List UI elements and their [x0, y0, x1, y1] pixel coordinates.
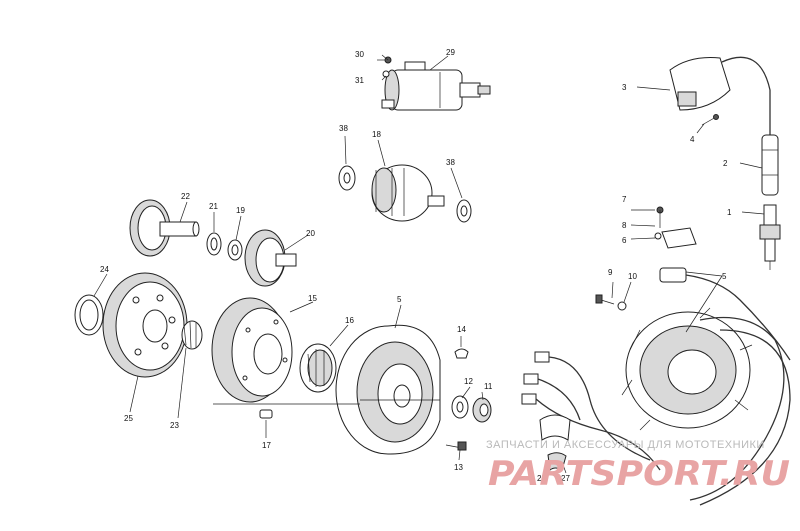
pin-17 — [259, 409, 273, 419]
washer-38-right — [456, 199, 472, 223]
callout-20: 20 — [306, 229, 315, 238]
callout-11: 11 — [484, 382, 493, 391]
reduction-gear-20 — [244, 229, 297, 287]
starter-clutch-gear — [371, 164, 445, 222]
sprag-bearing-16 — [299, 343, 337, 393]
callout-3: 3 — [622, 83, 627, 92]
ignition-coil — [669, 56, 771, 135]
callout-13: 13 — [454, 463, 463, 472]
callout-14: 14 — [457, 325, 466, 334]
washer-24 — [74, 294, 104, 336]
bolt-30 — [377, 56, 392, 64]
washer-12 — [451, 395, 469, 419]
callout-1: 1 — [727, 208, 732, 217]
callout-22: 22 — [181, 192, 190, 201]
idler-gear-22 — [129, 199, 200, 257]
callout-25: 25 — [124, 414, 133, 423]
watermark: ЗАПЧАСТИ И АКСЕССУАРЫ ДЛЯ МОТОТЕХНИКИ PA… — [486, 439, 790, 494]
spark-plug-cap — [761, 134, 779, 196]
washer-38-left — [338, 165, 356, 191]
watermark-tagline: ЗАПЧАСТИ И АКСЕССУАРЫ ДЛЯ МОТОТЕХНИКИ — [486, 439, 765, 451]
driven-gear-25 — [102, 272, 188, 378]
callout-15: 15 — [308, 294, 317, 303]
callout-21: 21 — [209, 202, 218, 211]
callout-5-right: 5 — [722, 272, 727, 281]
callout-27: 27 — [561, 474, 570, 483]
callout-19: 19 — [236, 206, 245, 215]
callout-31: 31 — [355, 76, 364, 85]
callout-9: 9 — [608, 268, 613, 277]
callout-38-left: 38 — [339, 124, 348, 133]
washer-21 — [206, 232, 222, 256]
callout-38-right: 38 — [446, 158, 455, 167]
callout-labels: 30 31 29 3 4 2 1 7 8 6 9 10 5 38 18 38 2… — [100, 48, 732, 483]
nut-11 — [472, 397, 492, 423]
washer-31 — [382, 70, 390, 78]
callout-23: 23 — [170, 421, 179, 430]
bolt-13 — [445, 441, 467, 451]
callout-17: 17 — [262, 441, 271, 450]
pickup-bracket — [654, 206, 791, 361]
watermark-brand: PARTSPORT.RU — [488, 454, 790, 494]
callout-30: 30 — [355, 50, 364, 59]
stator-bolt — [595, 294, 627, 311]
starter-clutch-15 — [211, 297, 293, 403]
callout-10: 10 — [628, 272, 637, 281]
callout-7: 7 — [622, 195, 627, 204]
spark-plug — [759, 204, 781, 270]
wiring-harness — [521, 351, 661, 471]
callout-29: 29 — [446, 48, 455, 57]
coil-bolt — [701, 114, 719, 126]
callout-8: 8 — [622, 221, 627, 230]
callout-2: 2 — [723, 159, 728, 168]
callout-16: 16 — [345, 316, 354, 325]
stator — [621, 307, 791, 506]
leader-lines — [93, 54, 765, 474]
flywheel-rotor — [335, 324, 441, 455]
woodruff-key-14 — [454, 348, 469, 359]
callout-6: 6 — [622, 236, 627, 245]
callout-12: 12 — [464, 377, 473, 386]
needle-bearing-23 — [181, 320, 203, 350]
callout-24: 24 — [100, 265, 109, 274]
callout-28: 28 — [537, 474, 546, 483]
starter-motor — [381, 61, 491, 111]
callout-18: 18 — [372, 130, 381, 139]
washer-19 — [227, 239, 243, 261]
callout-4: 4 — [690, 135, 695, 144]
callout-5-center: 5 — [397, 295, 402, 304]
